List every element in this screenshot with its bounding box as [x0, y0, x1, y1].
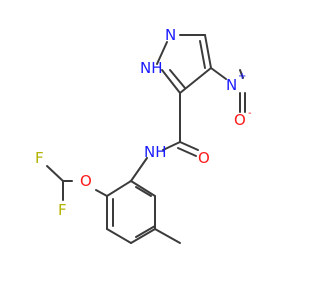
- atom-o-nitro-minus: O: [234, 111, 246, 129]
- bond-c4-nnitro: [210, 67, 227, 80]
- bond-nnitro-ominus: [239, 69, 244, 79]
- atom-nh-pyrazole: NH: [140, 59, 163, 77]
- bond-c5-n1-inner: [169, 69, 186, 89]
- molecule-svg: N NH N + O - O NH O F F: [35, 26, 252, 244]
- bond-camide-o: [179, 141, 199, 151]
- structure-diagram: N NH N + O - O NH O F F: [35, 26, 252, 244]
- bond-c3-c4: [204, 34, 212, 69]
- bond-c4-c5: [106, 228, 132, 244]
- bond-n1-n2: [156, 41, 168, 65]
- bond-c3-c4: [130, 228, 156, 244]
- charge-plus: +: [238, 71, 246, 82]
- bond-camide-n: [162, 141, 181, 151]
- bond-c1-c2: [130, 180, 156, 197]
- atom-f1: F: [35, 149, 44, 167]
- bonds: [46, 34, 246, 244]
- bond-c3-c4-double: [135, 225, 156, 238]
- atom-o-ether: O: [80, 172, 92, 190]
- charge-minus: -: [248, 108, 252, 119]
- bond-c4-c5: [179, 67, 212, 94]
- bond-c5-n1: [161, 69, 181, 94]
- bond-c6-c1: [106, 180, 132, 197]
- bond-n-c1: [130, 157, 148, 182]
- bond-c1-c2-double: [135, 186, 152, 197]
- bond-c3-methyl: [154, 228, 181, 244]
- atoms: N NH N + O - O NH O F F: [35, 26, 252, 219]
- bond-c3-c4-double: [199, 40, 206, 69]
- atom-nh-amide: NH: [144, 143, 167, 161]
- atom-n-pyrazole: N: [165, 26, 176, 44]
- atom-n-nitro: N: [226, 76, 237, 94]
- bond-camide-o-double: [177, 147, 197, 157]
- atom-f2: F: [58, 201, 67, 219]
- bond-ch-f1: [46, 165, 64, 182]
- atom-o-amide: O: [198, 149, 210, 167]
- bond-c6-oether: [95, 189, 108, 197]
